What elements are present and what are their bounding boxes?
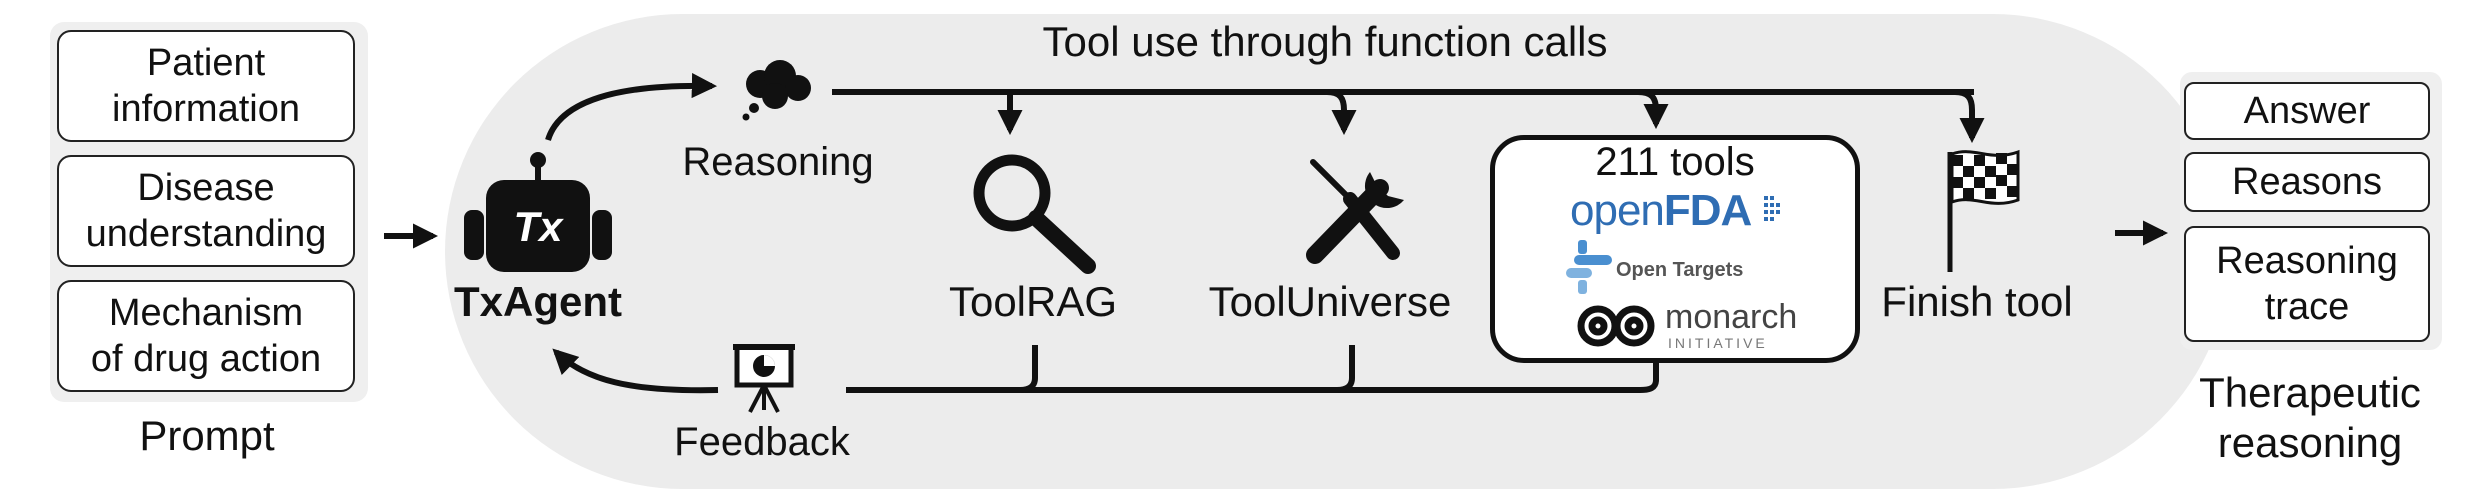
- loop-title: Tool use through function calls: [1042, 18, 1608, 65]
- bus-to-tools-box-arrow: [1637, 89, 1669, 130]
- output-item-reasons: Reasons: [2184, 152, 2430, 212]
- magnifier-icon: [973, 154, 1096, 274]
- prompt-item-patient-information: Patient information: [57, 30, 355, 142]
- toolrag-to-feedback-line: [1019, 345, 1038, 393]
- opentargets-icon: [1566, 240, 1612, 294]
- feedback-label: Feedback: [674, 420, 850, 464]
- feedback-bus: [846, 363, 1659, 393]
- tooluniverse-label: ToolUniverse: [1208, 278, 1452, 325]
- output-item-line: trace: [2264, 286, 2350, 328]
- prompt-label: Prompt: [139, 412, 275, 459]
- opentargets-label: Open Targets: [1616, 259, 1744, 281]
- prompt-item-line: Disease: [137, 166, 275, 209]
- thought-bubble-icon: [742, 60, 811, 121]
- finish-tool-label: Finish tool: [1881, 278, 2073, 325]
- openfda-fda-text: FDA: [1663, 186, 1752, 235]
- prompt-item-line: of drug action: [90, 338, 322, 380]
- txagent-robot-icon: Tx: [464, 152, 612, 272]
- tooluniverse-to-feedback-line: [1336, 345, 1355, 393]
- monarch-sub-label: INITIATIVE: [1668, 335, 1768, 351]
- output-item-label: Answer: [2243, 89, 2371, 132]
- txagent-logo-text: Tx: [513, 203, 564, 250]
- output-item-answer: Answer: [2184, 82, 2430, 140]
- output-label: Therapeutic reasoning: [2199, 368, 2421, 469]
- tools-box: [1490, 135, 1860, 363]
- prompt-item-line: understanding: [85, 213, 327, 255]
- openfda-open-text: open: [1570, 186, 1665, 235]
- openfda-logo: openFDA: [1570, 186, 1752, 236]
- output-item-line: Reasoning: [2216, 239, 2398, 282]
- output-label-line: Therapeutic: [2199, 369, 2421, 416]
- output-item-label: Reasons: [2232, 160, 2382, 203]
- output-label-line: reasoning: [2217, 419, 2403, 467]
- txagent-name: TxAgent: [454, 278, 622, 325]
- agent-to-reasoning-arrow: [545, 72, 718, 142]
- toolrag-label: ToolRAG: [948, 278, 1118, 325]
- feedback-to-agent-arrow: [552, 348, 719, 394]
- output-item-reasoning-trace: Reasoning trace: [2184, 226, 2430, 342]
- reasoning-label: Reasoning: [682, 140, 874, 184]
- prompt-item-line: Mechanism: [108, 291, 304, 334]
- openfda-dots-icon: [1764, 196, 1780, 221]
- bus-to-tooluniverse-arrow: [1326, 89, 1357, 136]
- prompt-item-line: information: [112, 88, 300, 130]
- tools-count: 211 tools: [1595, 140, 1755, 184]
- prompt-item-disease-understanding: Disease understanding: [57, 155, 355, 267]
- monarch-label: monarch: [1665, 298, 1798, 336]
- checkered-flag-icon: [1947, 149, 2020, 272]
- prompt-item-line: Patient: [146, 41, 266, 84]
- prompt-item-mechanism-of-drug-action: Mechanism of drug action: [57, 280, 355, 392]
- presentation-board-icon: [733, 344, 795, 413]
- bus-to-finish-arrow: [1954, 89, 1985, 144]
- wrench-screwdriver-icon: [1306, 159, 1404, 264]
- monarch-infinity-icon: [1577, 305, 1655, 347]
